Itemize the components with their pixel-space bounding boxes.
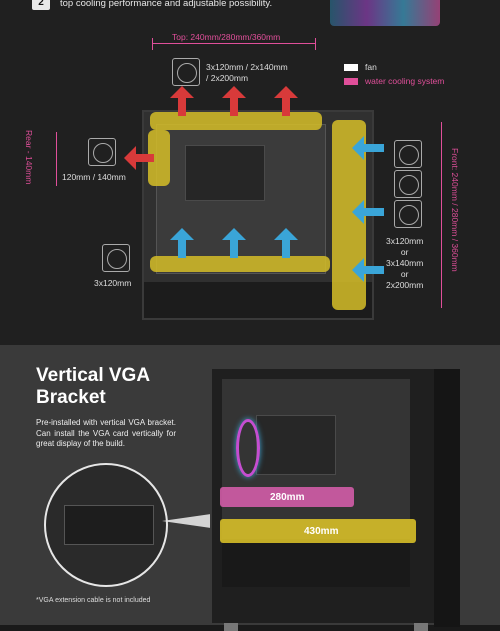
rgb-fan-image	[330, 0, 440, 26]
front-dim-label: Front: 240mm / 280mm / 360mm	[450, 148, 460, 272]
rgb-fan-ring	[236, 419, 260, 477]
vga-description: Pre-installed with vertical VGA bracket.…	[36, 418, 176, 448]
vga-footnote: *VGA extension cable is not included	[36, 597, 151, 604]
legend-water-label: water cooling system	[365, 76, 445, 86]
exhaust-arrow-top-1	[170, 86, 194, 116]
intake-arrow-front-3	[352, 258, 384, 282]
gpu-length-280-bar	[220, 487, 354, 507]
front-fan-icon-2	[394, 170, 422, 198]
gpu-length-430-label: 430mm	[304, 526, 339, 537]
exhaust-arrow-top-3	[274, 86, 298, 116]
intake-arrow-bottom-3	[274, 228, 298, 258]
vga-title: Vertical VGA Bracket	[36, 365, 151, 408]
psu-shroud	[222, 539, 410, 587]
front-fan-icon-3	[394, 200, 422, 228]
bottom-radiator-zone	[150, 256, 330, 272]
legend-water-swatch	[344, 78, 358, 85]
case-foot	[414, 623, 428, 631]
top-fan-spec: 3x120mm / 2x140mm / 2x200mm	[206, 62, 288, 83]
rear-dim-label: Rear - 140mm	[24, 130, 34, 185]
rear-fan-spec: 120mm / 140mm	[62, 172, 126, 182]
cooling-section: 2 top cooling performance and adjustable…	[24, 0, 460, 320]
gpu-length-430-bar	[220, 519, 416, 543]
intake-arrow-front-2	[352, 200, 384, 224]
case-foot	[224, 623, 238, 631]
intake-arrow-bottom-2	[222, 228, 246, 258]
top-dim-line	[153, 43, 315, 44]
cpu-cutout	[185, 145, 265, 201]
vga-bracket-section: Vertical VGA Bracket Pre-installed with …	[0, 345, 500, 631]
intake-arrow-front-1	[352, 136, 384, 160]
cooling-caption: top cooling performance and adjustable p…	[60, 0, 273, 9]
rear-radiator-zone	[148, 130, 170, 186]
gpu-length-280-label: 280mm	[270, 492, 305, 503]
legend-fan-label: fan	[365, 62, 377, 72]
top-dim-label: Top: 240mm/280mm/360mm	[172, 32, 281, 42]
zoom-pointer	[162, 513, 218, 529]
rear-fan-icon	[88, 138, 116, 166]
top-radiator-zone	[150, 112, 322, 130]
cpu-cutout	[256, 415, 336, 475]
bottom-fan-icon	[102, 244, 130, 272]
front-fan-icon-1	[394, 140, 422, 168]
top-fan-icon	[172, 58, 200, 86]
step-badge: 2	[32, 0, 50, 10]
bottom-fan-spec: 3x120mm	[94, 278, 132, 288]
exhaust-arrow-top-2	[222, 86, 246, 116]
top-dim-tick-right	[315, 38, 316, 50]
front-dim-line	[441, 122, 442, 308]
legend-fan-swatch	[344, 64, 358, 71]
front-fan-spec: 3x120mm or 3x140mm or 2x200mm	[386, 236, 424, 290]
intake-arrow-bottom-1	[170, 228, 194, 258]
motherboard-tray	[222, 379, 410, 539]
exhaust-arrow-rear	[124, 146, 154, 170]
vga-bracket-zoom	[44, 463, 168, 587]
rear-dim-line	[56, 132, 57, 186]
vga-bracket-detail	[64, 505, 154, 545]
top-dim-tick-left	[152, 38, 153, 50]
front-panel	[434, 369, 460, 627]
